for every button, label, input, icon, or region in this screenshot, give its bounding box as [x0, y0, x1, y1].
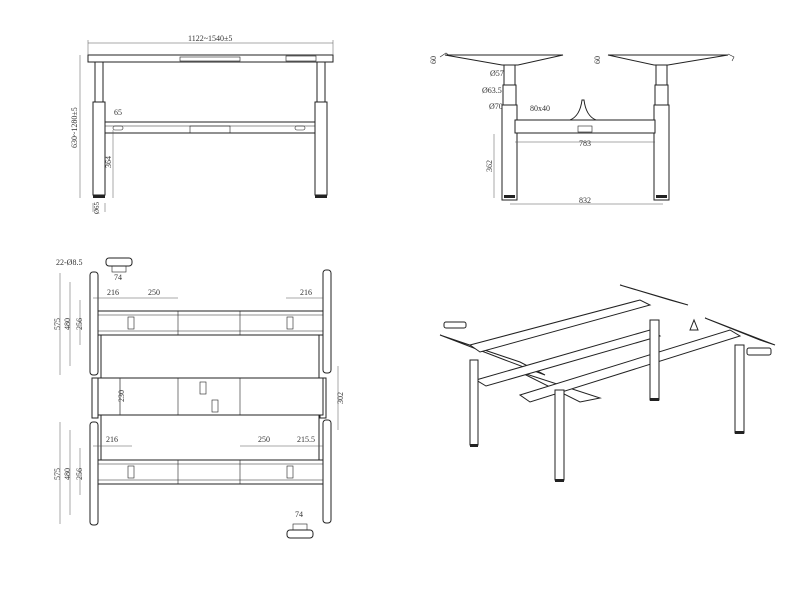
- foot-width-bottom-label: 74: [295, 510, 303, 519]
- tube-63-5-label: Ø63.5: [482, 86, 502, 95]
- width-dim-label: 1122~1540±5: [188, 34, 232, 43]
- holes-label: 22-Ø8.5: [56, 258, 82, 267]
- left-lower-575-label: 575: [53, 468, 62, 480]
- foot-span-label: 832: [579, 196, 591, 205]
- left-lower-480-label: 480: [63, 468, 72, 480]
- left-upper-256-label: 256: [75, 318, 84, 330]
- middle-230-label: 230: [117, 390, 126, 402]
- beam-height-label: 362: [485, 160, 494, 172]
- bottom-left-216-label: 216: [106, 435, 118, 444]
- left-lower-256-label: 256: [75, 468, 84, 480]
- left-upper-480-label: 480: [63, 318, 72, 330]
- side-view: 60 60 Ø57 Ø63.5 Ø70 80x40 783 362 832: [429, 52, 735, 205]
- top-250-label: 250: [148, 288, 160, 297]
- bottom-right-215-5-label: 215.5: [297, 435, 315, 444]
- tube-70-label: Ø70: [489, 102, 503, 111]
- isometric-view: [439, 284, 776, 482]
- bottom-250-label: 250: [258, 435, 270, 444]
- top-left-thickness-label: 60: [429, 56, 438, 64]
- beam-length-label: 783: [579, 139, 591, 148]
- right-302-label: 302: [336, 392, 345, 404]
- tube-57-label: Ø57: [490, 69, 504, 78]
- plan-view: 22-Ø8.5 74 216 250 216 575 480 256 230 3…: [53, 257, 345, 539]
- top-right-thickness-label: 60: [593, 56, 602, 64]
- offset-dim-label: 65: [114, 108, 122, 117]
- crossbar-height-label: 364: [104, 156, 113, 168]
- top-left-216-label: 216: [107, 288, 119, 297]
- front-view: 1122~1540±5 630~1280±5 65 364 Ø65: [70, 34, 334, 214]
- top-right-216-label: 216: [300, 288, 312, 297]
- foot-dim-label: Ø65: [93, 201, 101, 214]
- height-dim-label: 630~1280±5: [70, 107, 79, 148]
- beam-section-label: 80x40: [530, 104, 550, 113]
- left-upper-575-label: 575: [53, 318, 62, 330]
- foot-width-top-label: 74: [114, 273, 122, 282]
